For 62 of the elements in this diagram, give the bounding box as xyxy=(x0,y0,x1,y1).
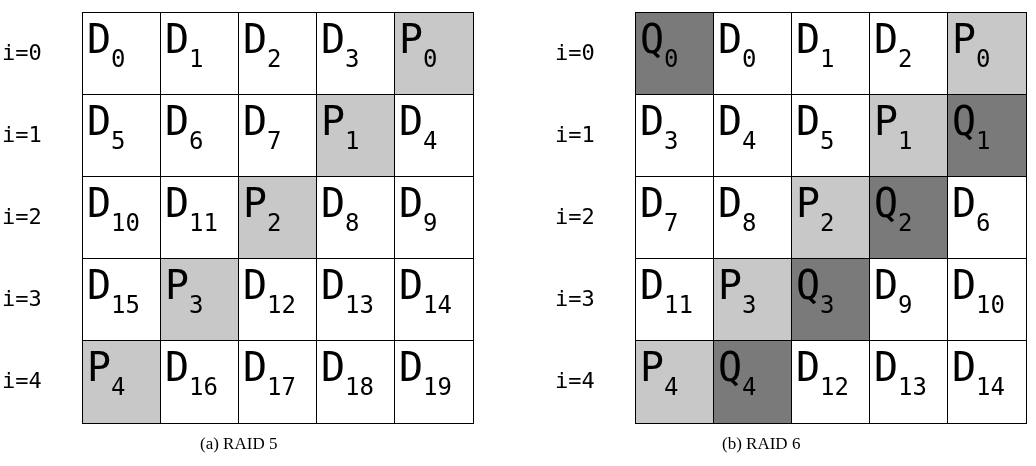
data-block: D$_{11}$ xyxy=(635,258,715,342)
row-label: i=3 xyxy=(555,286,595,311)
parity-block: Q$_{0}$ xyxy=(635,12,715,96)
data-block: D$_{8}$ xyxy=(713,176,793,260)
data-block: D$_{5}$ xyxy=(791,94,871,178)
row-label: i=2 xyxy=(2,204,42,229)
parity-block: P$_{1}$ xyxy=(869,94,949,178)
data-block: D$_{19}$ xyxy=(394,340,474,424)
data-block: D$_{4}$ xyxy=(394,94,474,178)
data-block: D$_{2}$ xyxy=(869,12,949,96)
data-block: D$_{0}$ xyxy=(713,12,793,96)
row-label: i=1 xyxy=(555,122,595,147)
data-block: D$_{6}$ xyxy=(160,94,240,178)
parity-block: Q$_{1}$ xyxy=(947,94,1027,178)
data-block: D$_{16}$ xyxy=(160,340,240,424)
data-block: D$_{7}$ xyxy=(635,176,715,260)
data-block: D$_{12}$ xyxy=(238,258,318,342)
row-label: i=3 xyxy=(2,286,42,311)
data-block: D$_{10}$ xyxy=(947,258,1027,342)
row-label: i=2 xyxy=(555,204,595,229)
data-block: D$_{6}$ xyxy=(947,176,1027,260)
data-block: D$_{14}$ xyxy=(947,340,1027,424)
parity-block: P$_{3}$ xyxy=(160,258,240,342)
parity-block: P$_{4}$ xyxy=(635,340,715,424)
data-block: D$_{12}$ xyxy=(791,340,871,424)
parity-block: P$_{2}$ xyxy=(791,176,871,260)
parity-block: Q$_{2}$ xyxy=(869,176,949,260)
parity-block: P$_{0}$ xyxy=(394,12,474,96)
parity-block: Q$_{3}$ xyxy=(791,258,871,342)
row-label: i=1 xyxy=(2,122,42,147)
data-block: D$_{18}$ xyxy=(316,340,396,424)
data-block: D$_{5}$ xyxy=(82,94,162,178)
data-block: D$_{15}$ xyxy=(82,258,162,342)
data-block: D$_{8}$ xyxy=(316,176,396,260)
parity-block: P$_{4}$ xyxy=(82,340,162,424)
data-block: D$_{3}$ xyxy=(635,94,715,178)
row-label: i=0 xyxy=(555,40,595,65)
data-block: D$_{7}$ xyxy=(238,94,318,178)
data-block: D$_{17}$ xyxy=(238,340,318,424)
data-block: D$_{1}$ xyxy=(160,12,240,96)
figure-caption: (a) RAID 5 xyxy=(200,434,278,454)
data-block: D$_{9}$ xyxy=(869,258,949,342)
data-block: D$_{13}$ xyxy=(869,340,949,424)
data-block: D$_{11}$ xyxy=(160,176,240,260)
data-block: D$_{10}$ xyxy=(82,176,162,260)
parity-block: P$_{1}$ xyxy=(316,94,396,178)
data-block: D$_{2}$ xyxy=(238,12,318,96)
parity-block: P$_{0}$ xyxy=(947,12,1027,96)
data-block: D$_{9}$ xyxy=(394,176,474,260)
row-label: i=0 xyxy=(2,40,42,65)
data-block: D$_{1}$ xyxy=(791,12,871,96)
parity-block: P$_{3}$ xyxy=(713,258,793,342)
parity-block: P$_{2}$ xyxy=(238,176,318,260)
figure-caption: (b) RAID 6 xyxy=(722,434,801,454)
row-label: i=4 xyxy=(2,368,42,393)
data-block: D$_{13}$ xyxy=(316,258,396,342)
data-block: D$_{3}$ xyxy=(316,12,396,96)
row-label: i=4 xyxy=(555,368,595,393)
data-block: D$_{0}$ xyxy=(82,12,162,96)
data-block: D$_{14}$ xyxy=(394,258,474,342)
data-block: D$_{4}$ xyxy=(713,94,793,178)
parity-block: Q$_{4}$ xyxy=(713,340,793,424)
